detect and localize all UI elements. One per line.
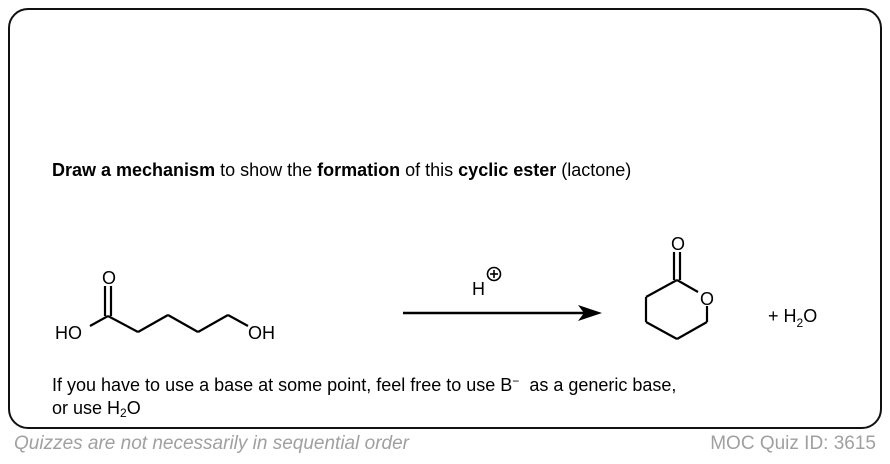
question-card: [8, 8, 882, 429]
question-prompt: Draw a mechanism to show the formation o…: [52, 160, 631, 181]
byproduct-o: O: [803, 306, 817, 326]
prompt-text-2: to show the: [215, 160, 318, 180]
positive-charge-icon: [486, 266, 502, 282]
product-delta-valerolactone: [644, 252, 709, 340]
byproduct-water: + H2O: [768, 306, 817, 330]
note-superscript: −: [512, 374, 520, 388]
prompt-bold-1: Draw a mechanism: [52, 160, 216, 180]
product-ring-o-label: O: [700, 289, 714, 309]
reactant-5-hydroxypentanoic-acid: [89, 286, 249, 333]
note-text: If you have to use a base at some point,…: [52, 375, 513, 395]
prompt-bold-3: formation: [317, 160, 401, 180]
note-line-2: or use H2O: [52, 397, 676, 420]
prompt-text-6: (lactone): [556, 160, 632, 180]
reagent-h-label: H: [472, 279, 485, 299]
base-note: If you have to use a base at some point,…: [52, 374, 676, 420]
note-text: as a generic base,: [519, 375, 677, 395]
note-text: O: [126, 398, 141, 418]
note-subscript: 2: [120, 406, 127, 420]
reactant-oh-label: OH: [248, 323, 275, 343]
note-text: or use H: [52, 398, 121, 418]
product-carbonyl-o-label: O: [671, 234, 685, 254]
reactant-carbonyl-o-label: O: [102, 268, 116, 288]
prompt-text-4: of this: [400, 160, 459, 180]
reaction-arrow: [403, 305, 602, 321]
note-line-1: If you have to use a base at some point,…: [52, 374, 676, 397]
reactant-ho-label: HO: [55, 323, 82, 343]
byproduct-subscript: 2: [797, 316, 804, 330]
quiz-id: MOC Quiz ID: 3615: [710, 433, 876, 454]
byproduct-plus-h: + H: [768, 306, 797, 326]
footer-disclaimer: Quizzes are not necessarily in sequentia…: [14, 433, 409, 454]
prompt-bold-5: cyclic ester: [458, 160, 557, 180]
